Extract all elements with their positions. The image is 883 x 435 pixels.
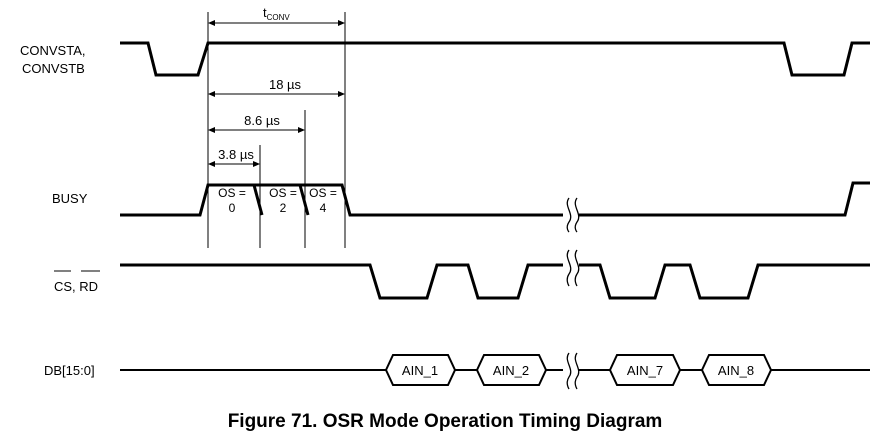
dim-3-8us bbox=[208, 161, 260, 167]
convst-label-line1: CONVSTA, bbox=[20, 43, 86, 58]
busy-label: BUSY bbox=[52, 191, 88, 206]
busy-waveform bbox=[120, 181, 870, 217]
os-pulse-2-bottom: 4 bbox=[320, 201, 327, 215]
bus-word-ain7-label: AIN_7 bbox=[627, 363, 663, 378]
cs-rd-waveform bbox=[120, 263, 870, 300]
os-pulse-1-bottom: 2 bbox=[280, 201, 287, 215]
tconv-dimension bbox=[208, 20, 345, 26]
time-break-cs-rd bbox=[563, 249, 580, 287]
db-label: DB[15:0] bbox=[44, 363, 95, 378]
time-break-db bbox=[563, 352, 580, 390]
convst-label-line2: CONVSTB bbox=[22, 61, 85, 76]
time-break-busy bbox=[563, 197, 580, 233]
os-pulse-0-bottom: 0 bbox=[229, 201, 236, 215]
bus-word-ain8-label: AIN_8 bbox=[718, 363, 754, 378]
os-pulse-0-top: OS = bbox=[218, 186, 246, 200]
bus-word-ain1-label: AIN_1 bbox=[402, 363, 438, 378]
convst-waveform bbox=[120, 41, 870, 77]
busy-divider-2 bbox=[298, 184, 310, 216]
busy-divider-1 bbox=[252, 184, 264, 216]
cs-rd-label: CS, RD bbox=[54, 279, 98, 294]
os-pulse-1-top: OS = bbox=[269, 186, 297, 200]
t38-label: 3.8 µs bbox=[218, 147, 254, 162]
figure-caption: Figure 71. OSR Mode Operation Timing Dia… bbox=[228, 411, 663, 432]
t18-label: 18 µs bbox=[269, 77, 302, 92]
dim-8-6us bbox=[208, 127, 305, 133]
t86-label: 8.6 µs bbox=[244, 113, 280, 128]
bus-word-ain2-label: AIN_2 bbox=[493, 363, 529, 378]
tconv-label: tCONV bbox=[263, 5, 290, 22]
os-pulse-2-top: OS = bbox=[309, 186, 337, 200]
dim-18us bbox=[208, 91, 345, 97]
